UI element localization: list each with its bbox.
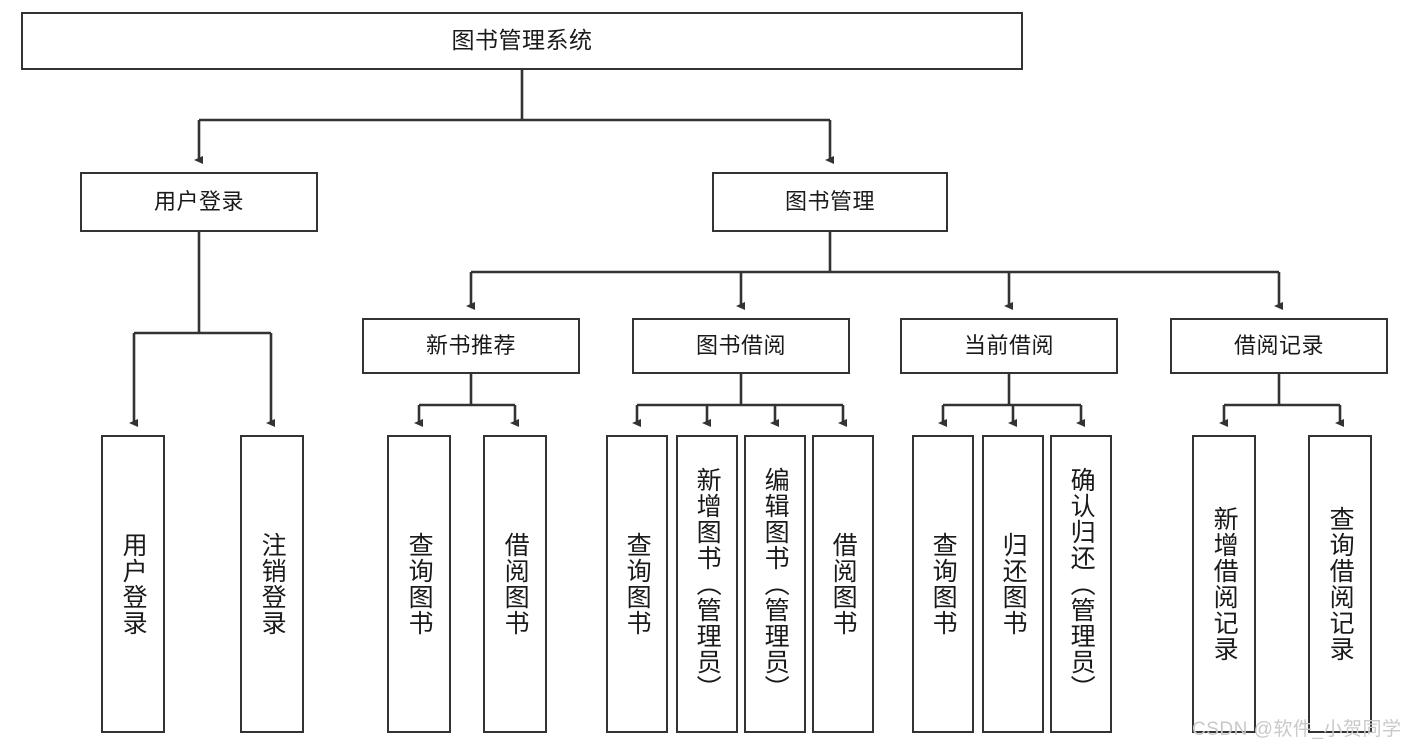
node-root-label: 图书管理系统 [451,27,593,54]
node-leaf-query-book-rec-label: 查询图书 [405,532,434,636]
node-leaf-edit-book-admin-label: 编辑图书（管理员） [761,467,790,701]
node-leaf-add-borrow-record-label: 新增借阅记录 [1210,506,1239,662]
node-leaf-user-logout-label: 注销登录 [258,532,287,636]
node-book-manage-label: 图书管理 [784,189,875,215]
node-new-book-recommend-label: 新书推荐 [425,333,516,359]
node-leaf-user-login-label: 用户登录 [119,532,148,636]
node-leaf-add-book-admin-label: 新增图书（管理员） [693,467,722,701]
node-leaf-query-book-rec[interactable]: 查询图书 [387,435,451,733]
node-current-borrow[interactable]: 当前借阅 [900,318,1118,374]
node-leaf-confirm-return-admin[interactable]: 确认归还（管理员） [1050,435,1112,733]
node-leaf-user-logout[interactable]: 注销登录 [240,435,304,733]
node-leaf-edit-book-admin[interactable]: 编辑图书（管理员） [744,435,806,733]
node-leaf-confirm-return-admin-label: 确认归还（管理员） [1067,467,1096,701]
node-leaf-query-book-borrow[interactable]: 查询图书 [606,435,668,733]
node-root[interactable]: 图书管理系统 [21,12,1023,70]
node-borrow-record[interactable]: 借阅记录 [1170,318,1388,374]
node-user-login[interactable]: 用户登录 [80,172,318,232]
node-leaf-query-borrow-record[interactable]: 查询借阅记录 [1308,435,1372,733]
node-leaf-query-book-cur-label: 查询图书 [929,532,958,636]
node-leaf-query-book-cur[interactable]: 查询图书 [912,435,974,733]
node-leaf-add-borrow-record[interactable]: 新增借阅记录 [1192,435,1256,733]
node-leaf-add-book-admin[interactable]: 新增图书（管理员） [676,435,738,733]
node-leaf-borrow-book-rec[interactable]: 借阅图书 [483,435,547,733]
node-book-borrow[interactable]: 图书借阅 [632,318,850,374]
csdn-watermark: CSDN @软件_小贺同学 [1192,719,1402,740]
node-leaf-return-book[interactable]: 归还图书 [982,435,1044,733]
node-leaf-borrow-book-label: 借阅图书 [829,532,858,636]
node-leaf-borrow-book[interactable]: 借阅图书 [812,435,874,733]
node-book-borrow-label: 图书借阅 [695,333,786,359]
node-borrow-record-label: 借阅记录 [1233,333,1324,359]
node-leaf-query-borrow-record-label: 查询借阅记录 [1326,506,1355,662]
node-current-borrow-label: 当前借阅 [963,333,1054,359]
node-leaf-borrow-book-rec-label: 借阅图书 [501,532,530,636]
node-user-login-label: 用户登录 [153,189,244,215]
node-leaf-return-book-label: 归还图书 [999,532,1028,636]
node-leaf-query-book-borrow-label: 查询图书 [623,532,652,636]
node-leaf-user-login[interactable]: 用户登录 [101,435,165,733]
node-book-manage[interactable]: 图书管理 [712,172,948,232]
node-new-book-recommend[interactable]: 新书推荐 [362,318,580,374]
